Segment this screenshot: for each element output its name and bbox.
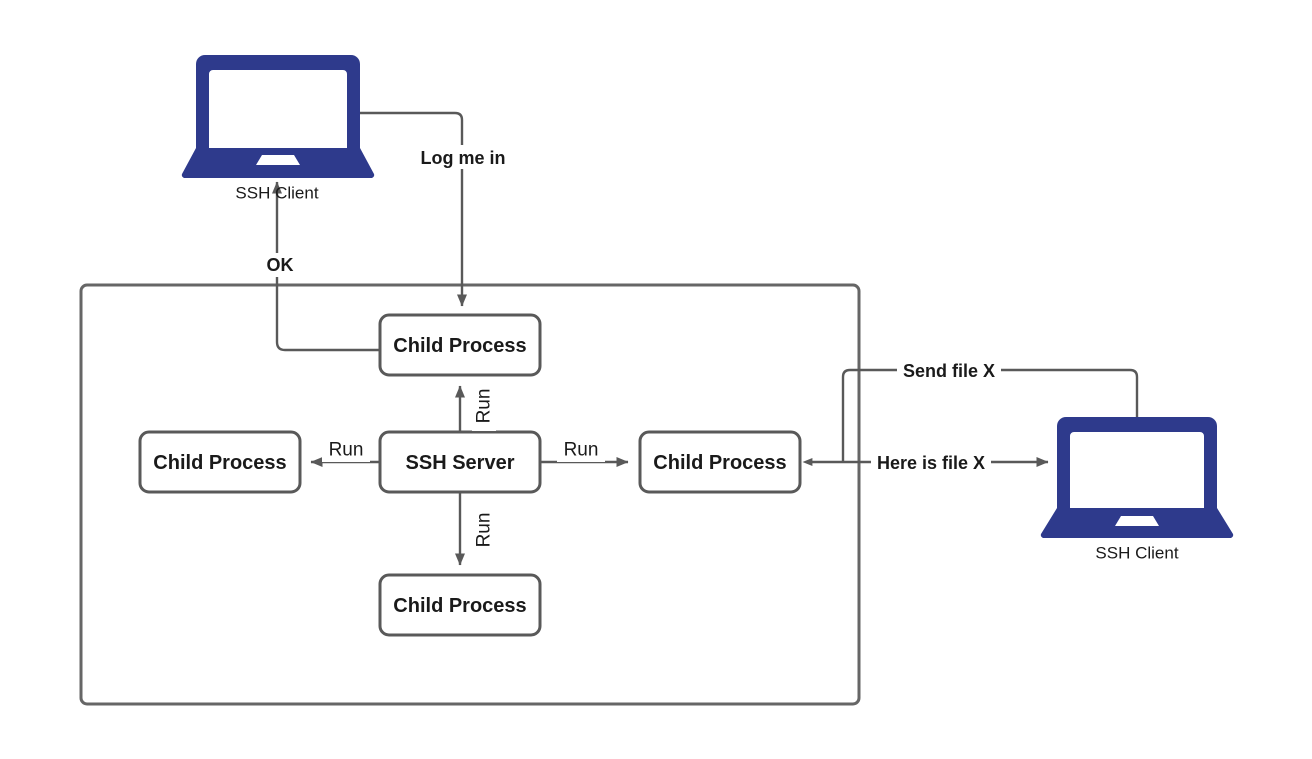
ssh-client-right-caption: SSH Client xyxy=(1095,544,1178,563)
ssh-server-label: SSH Server xyxy=(406,452,515,474)
laptop-screen-frame-right xyxy=(1057,417,1217,518)
edge-label-here-is-file-x: Here is file X xyxy=(877,453,985,473)
child-process-bottom-box[interactable] xyxy=(378,573,542,637)
child-process-left-box[interactable] xyxy=(138,430,302,494)
node-child-process-left[interactable]: Child Process xyxy=(138,430,302,494)
edge-label-run-top: Run xyxy=(474,389,495,424)
ssh-client-top-caption: SSH Client xyxy=(235,184,318,203)
connector-send-file-x xyxy=(841,368,1139,462)
edge-label-run-bottom-group: Run xyxy=(472,505,496,555)
child-process-bottom-label: Child Process xyxy=(393,595,526,617)
connector-ok xyxy=(272,181,379,352)
edge-label-run-right: Run xyxy=(564,440,599,461)
run-top-label-backing xyxy=(472,381,496,431)
edge-label-run-top-group: Run xyxy=(472,381,496,431)
child-process-right-box[interactable] xyxy=(638,430,802,494)
child-process-right-label: Child Process xyxy=(653,452,786,474)
node-ssh-server[interactable]: SSH Server xyxy=(378,430,542,494)
laptop-touchpad-notch-top xyxy=(256,155,300,165)
edge-label-run-left: Run xyxy=(329,440,364,461)
ok-label-backing xyxy=(263,253,297,277)
laptop-screen-frame-top xyxy=(196,55,360,158)
node-child-process-bottom[interactable]: Child Process xyxy=(378,573,542,637)
edge-label-ok: OK xyxy=(267,255,294,275)
here-is-file-x-label-backing xyxy=(871,450,991,474)
laptop-icon-ssh-client-top xyxy=(181,55,375,179)
send-file-x-label-backing xyxy=(897,358,1001,382)
laptop-icon-ssh-client-right xyxy=(1040,417,1234,539)
node-child-process-right[interactable]: Child Process xyxy=(638,430,802,494)
edge-label-log-me-in: Log me in xyxy=(421,148,506,168)
ssh-server-box[interactable] xyxy=(378,430,542,494)
child-process-top-box[interactable] xyxy=(378,313,542,377)
server-host-container xyxy=(79,283,861,706)
child-process-left-label: Child Process xyxy=(153,452,286,474)
node-child-process-top[interactable]: Child Process xyxy=(378,313,542,377)
run-left-label-backing xyxy=(322,438,370,462)
edge-label-run-bottom: Run xyxy=(474,513,495,548)
log-me-in-label-backing xyxy=(414,145,512,169)
run-right-label-backing xyxy=(557,438,605,462)
run-bottom-label-backing xyxy=(472,505,496,555)
connector-log-me-in xyxy=(356,111,467,307)
edge-label-send-file-x: Send file X xyxy=(903,361,995,381)
child-process-top-label: Child Process xyxy=(393,335,526,357)
laptop-touchpad-notch-right xyxy=(1115,516,1159,526)
